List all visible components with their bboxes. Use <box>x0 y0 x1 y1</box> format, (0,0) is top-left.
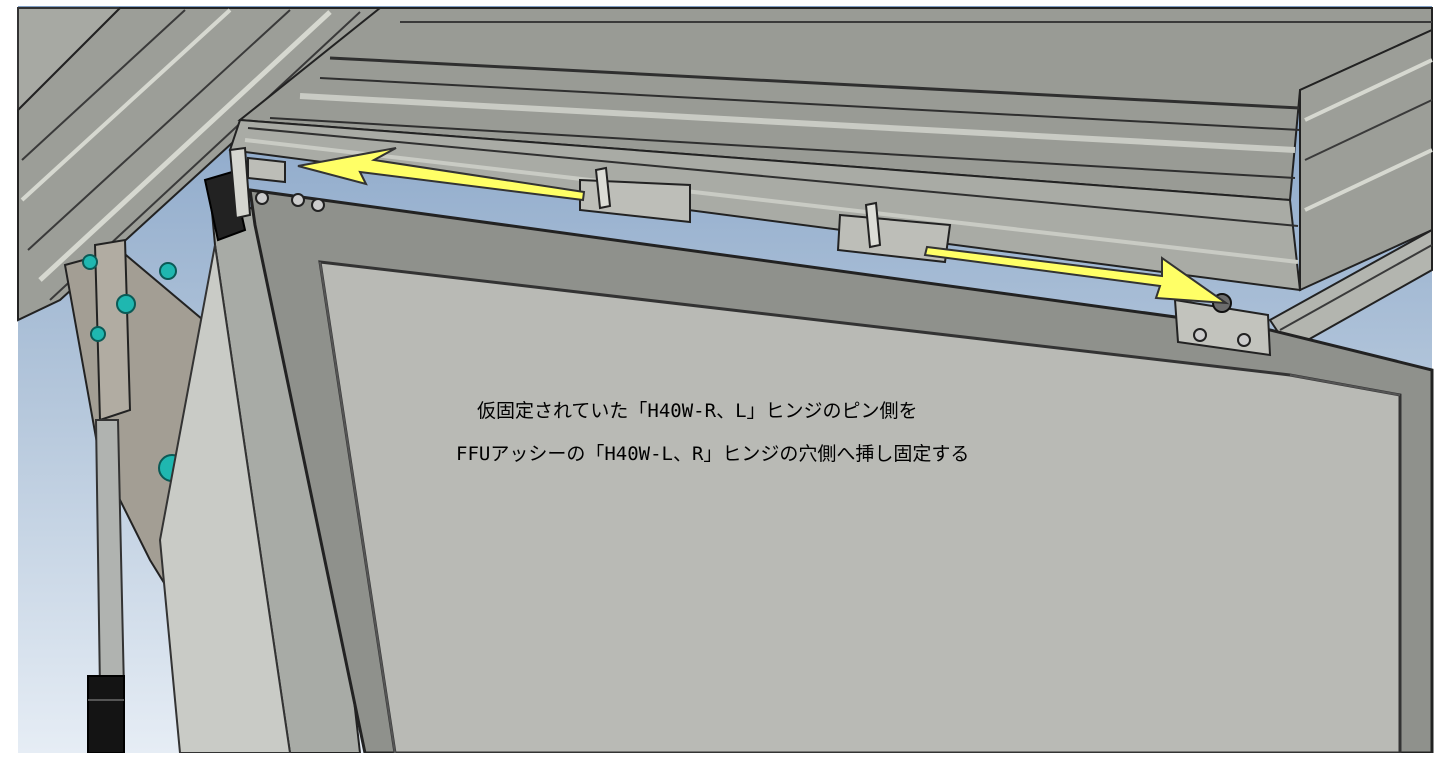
ffu-frame <box>248 188 1434 755</box>
left-margin <box>0 0 18 753</box>
ffu-side-panel <box>158 170 362 754</box>
bolt-icon <box>159 262 177 280</box>
bolt-icon <box>90 326 106 342</box>
hinge-left <box>228 146 325 220</box>
arrow-left-icon <box>297 147 586 202</box>
bolt-icon <box>116 294 136 314</box>
bolt-icon <box>82 254 98 270</box>
hinge-mid-right <box>836 201 952 264</box>
right-margin <box>1432 0 1440 753</box>
support-rod <box>87 419 126 754</box>
arrow-right-icon <box>923 245 1230 305</box>
right-beam <box>1268 28 1433 352</box>
top-margin <box>0 0 1440 6</box>
top-beams <box>228 7 1433 292</box>
